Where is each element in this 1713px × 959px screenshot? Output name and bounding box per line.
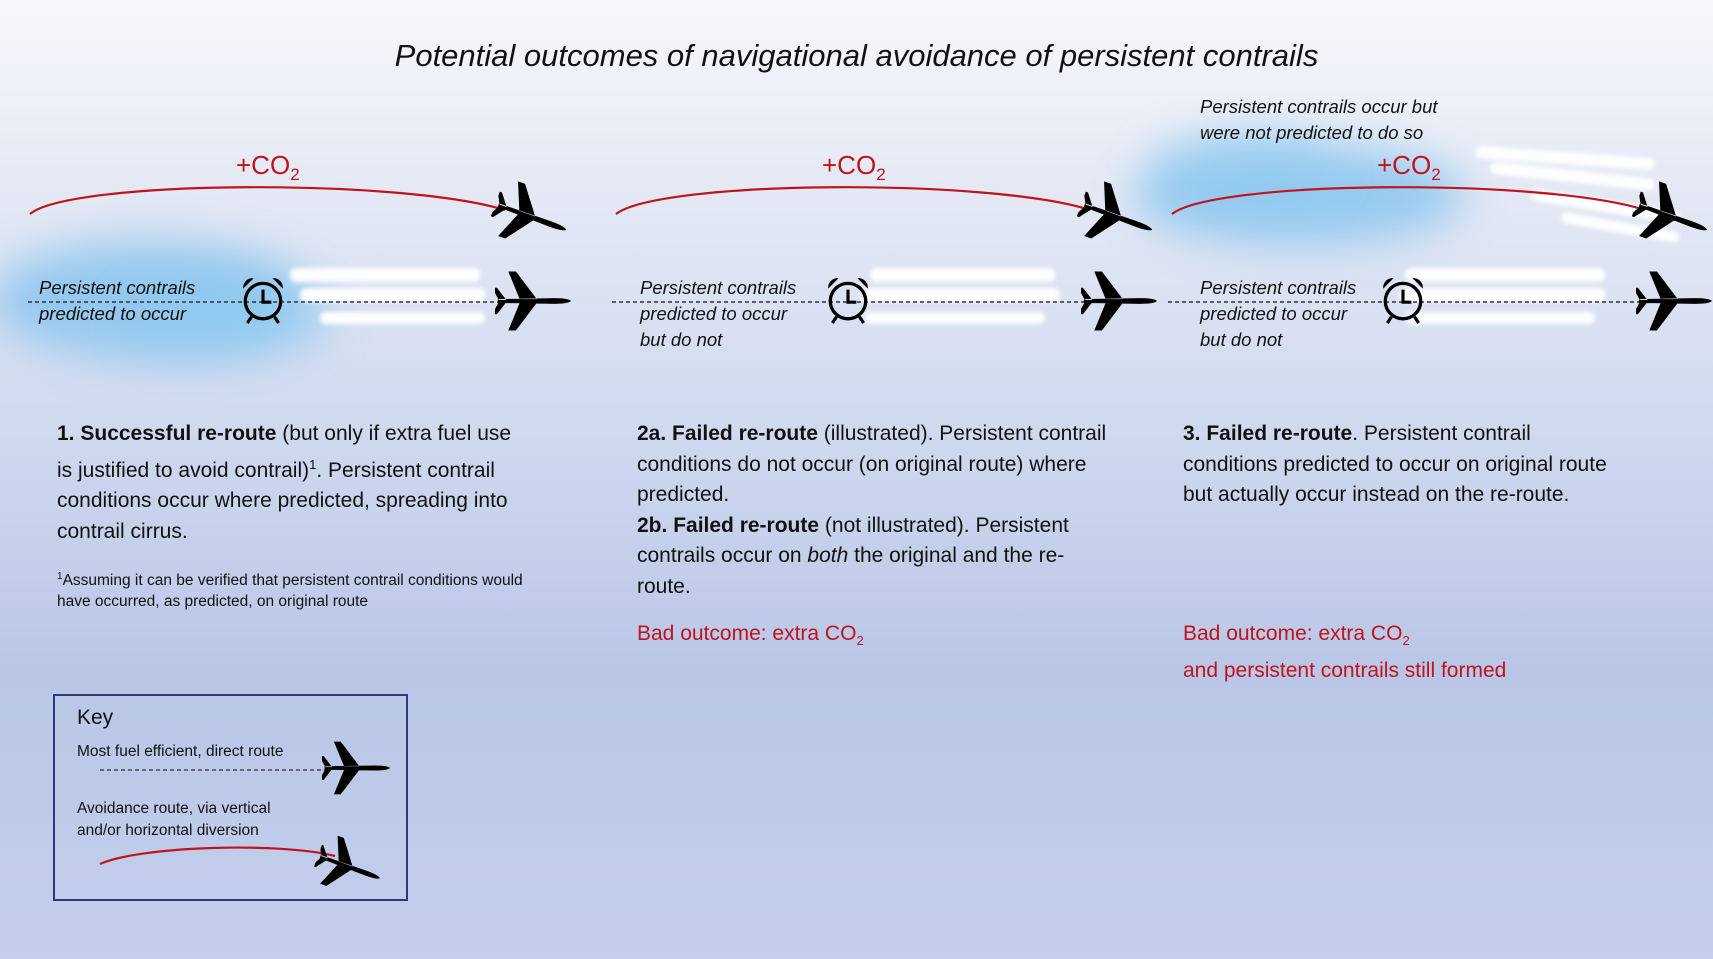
contrail-streak-2 [860, 268, 1060, 324]
co2-label-1: +CO2 [236, 150, 300, 185]
airplane-icon [1636, 271, 1712, 331]
contrail-streak-3-upper [1475, 146, 1680, 243]
avoidance-route-3 [1171, 186, 1646, 215]
airplane-icon [495, 271, 571, 331]
airplane-icon [485, 175, 577, 258]
avoidance-route-2 [615, 186, 1091, 215]
key-title: Key [77, 706, 114, 729]
co2-label-3: +CO2 [1377, 150, 1441, 185]
contrail-streak-3-lower [1400, 268, 1605, 324]
key-legend: Key Most fuel efficient, direct route Av… [53, 694, 408, 901]
outcome-2a: 2a. Failed re-route (illustrated). Persi… [637, 422, 1107, 506]
airplane-icon [1081, 271, 1157, 331]
outcome-2b: 2b. Failed re-route (not illustrated). P… [637, 513, 1069, 598]
bad-outcome-2: Bad outcome: extra CO2 [637, 622, 864, 649]
key-avoidance-label: Avoidance route, via vertical and/or hor… [77, 800, 271, 839]
avoidance-route-1 [29, 186, 506, 215]
top-label-3: Persistent contrails occur but were not … [1200, 96, 1438, 143]
outcome-1-description: 1. Successful re-route (but only if extr… [57, 422, 512, 543]
route-label-1: Persistent contrails predicted to occur [39, 277, 196, 324]
outcome-2-description: 2a. Failed re-route (illustrated). Persi… [637, 419, 1107, 602]
key-avoidance-route-line [99, 846, 336, 866]
contrail-cirrus-cloud-3 [1135, 135, 1465, 245]
route-label-2: Persistent contrails predicted to occur … [640, 277, 797, 350]
alarm-clock-icon [826, 276, 870, 324]
key-direct-label: Most fuel efficient, direct route [77, 743, 284, 760]
route-label-3: Persistent contrails predicted to occur … [1200, 277, 1357, 350]
contrail-streak-1 [290, 268, 485, 324]
page-title: Potential outcomes of navigational avoid… [394, 38, 1319, 73]
outcome-3-description: 3. Failed re-route. Persistent contrail … [1183, 422, 1607, 506]
bad-outcome-3: Bad outcome: extra CO2 and persistent co… [1183, 622, 1507, 683]
co2-label-2: +CO2 [822, 150, 886, 185]
footnote-1: 1Assuming it can be verified that persis… [57, 571, 523, 611]
